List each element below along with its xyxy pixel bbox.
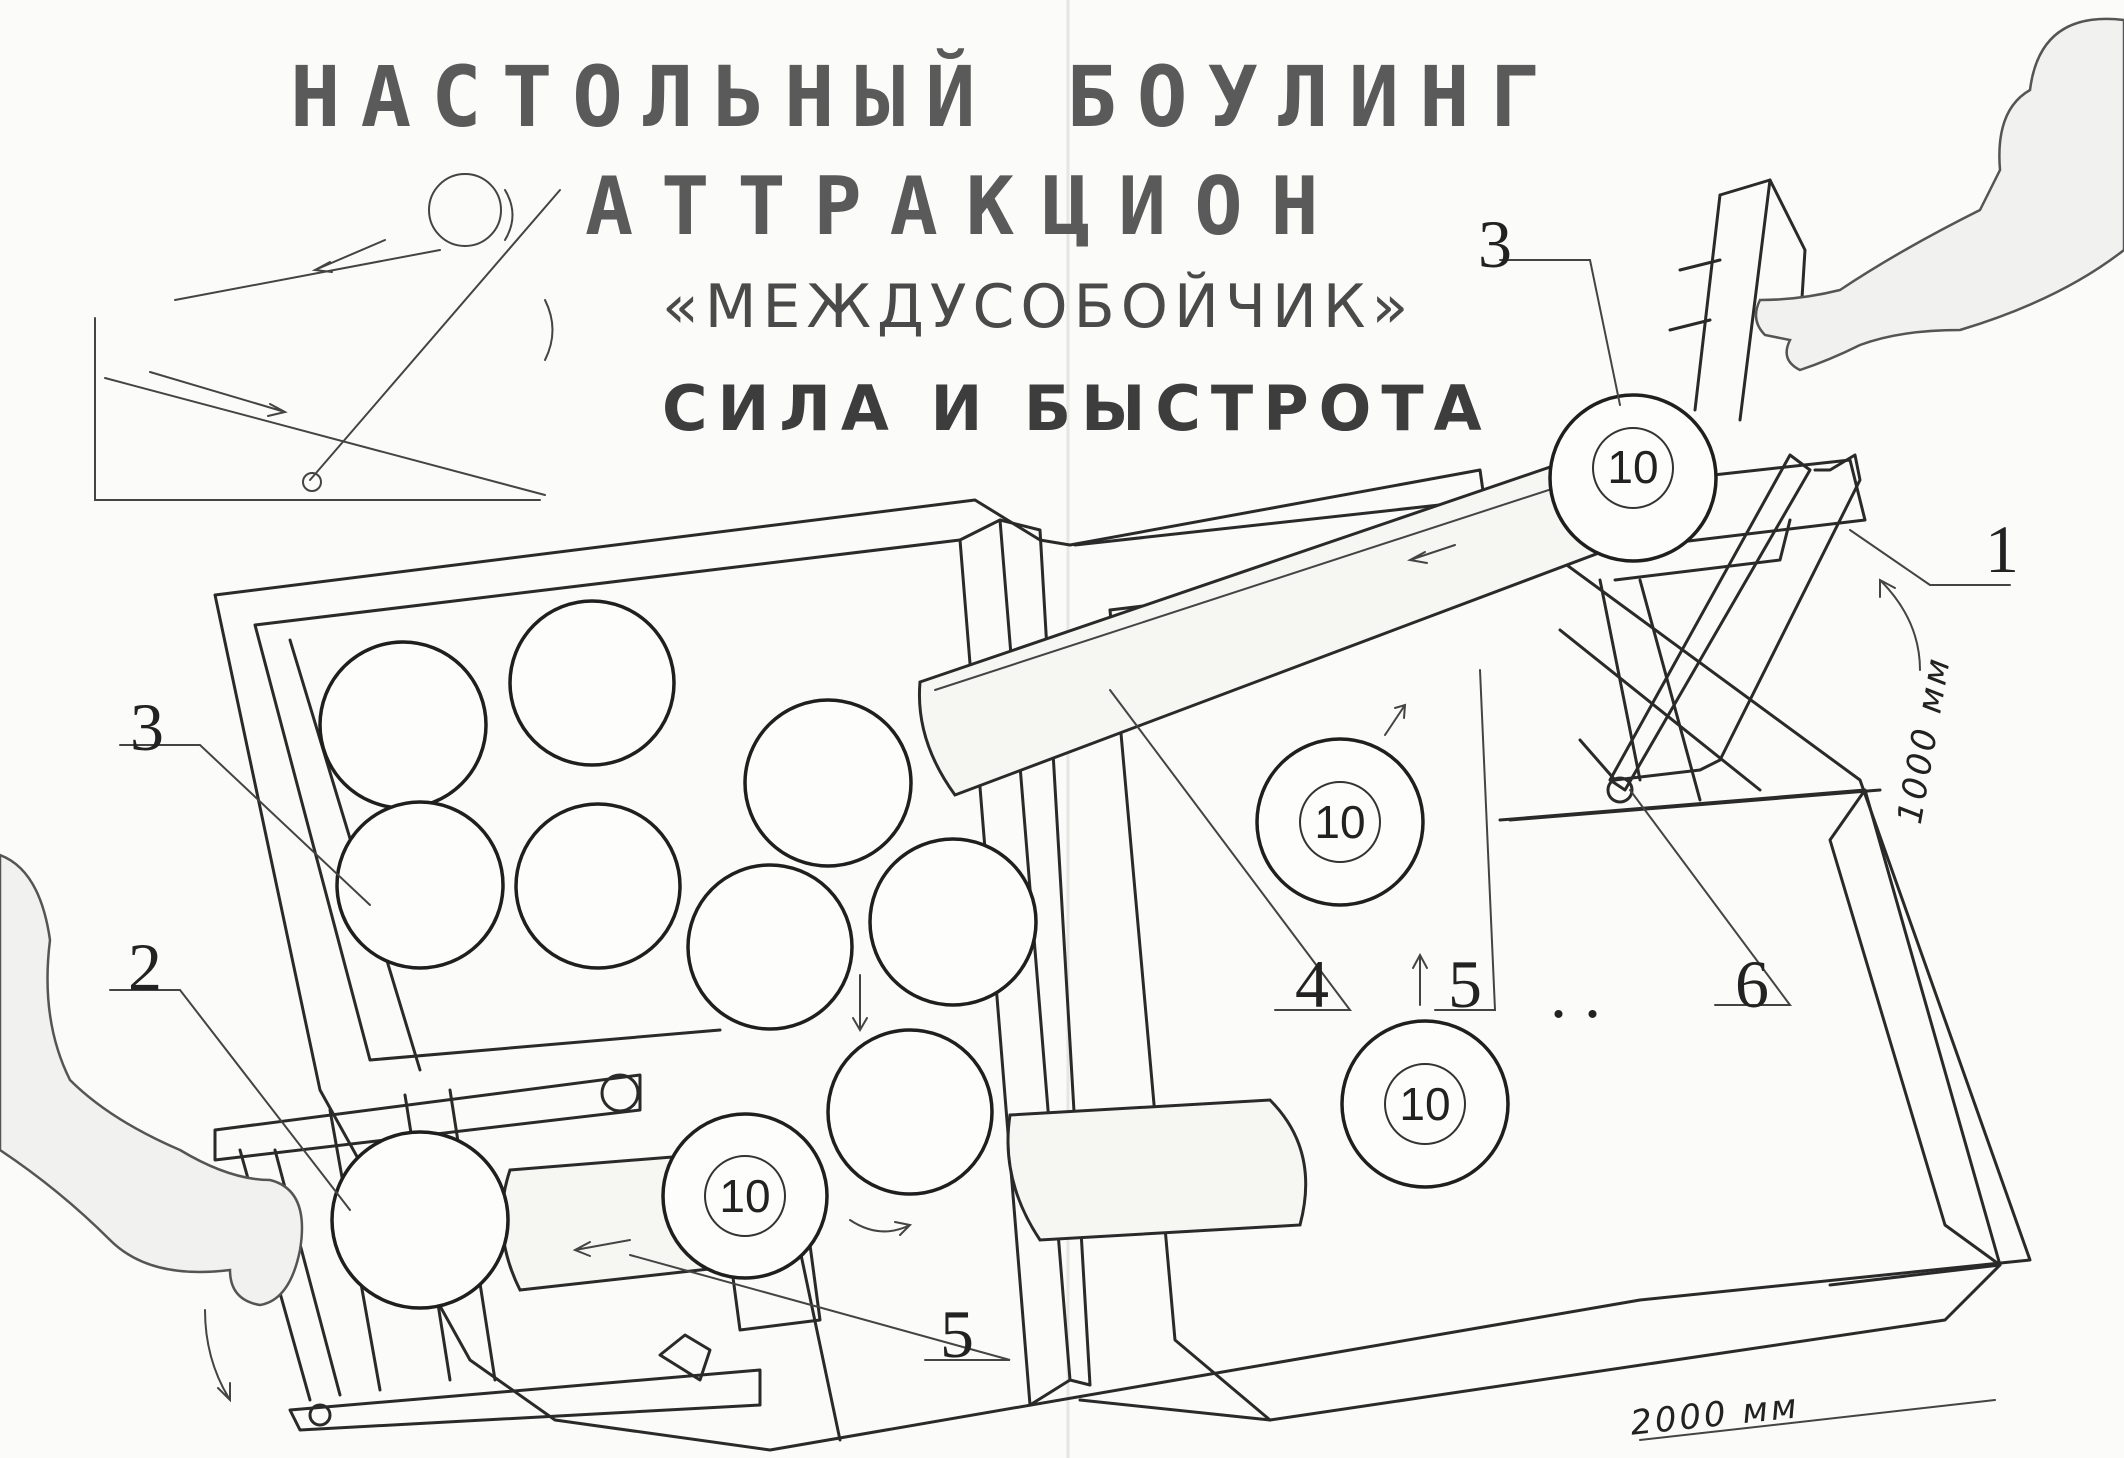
inset-sketch [94, 173, 561, 501]
title-line-4: СИЛА И БЫСТРОТА [662, 372, 1492, 445]
callout-3-top: 3 [1478, 206, 1512, 282]
racked-balls [318, 599, 1038, 1196]
callout-4: 4 [1295, 946, 1329, 1022]
right-launcher-frame [1508, 178, 1882, 822]
callout-3-left: 3 [130, 689, 164, 765]
ball-label-lower-right: 10 [1399, 1078, 1451, 1130]
title-line-3: «МЕЖДУСОБОЙЧИК» [662, 272, 1415, 342]
ball-label-center: 10 [1314, 796, 1366, 848]
ball-label-lower-left: 10 [719, 1170, 771, 1222]
callout-1: 1 [1985, 511, 2019, 587]
middle-chute [1006, 1098, 1308, 1242]
callout-5-mid: 5 [1448, 946, 1482, 1022]
callout-5-bottom: 5 [940, 1296, 974, 1372]
upper-chute [917, 448, 1622, 797]
dots-mark: . . [1550, 956, 1601, 1032]
numbered-balls [330, 393, 1718, 1310]
left-player-arm [0, 853, 304, 1307]
callout-6: 6 [1735, 946, 1769, 1022]
title-line-2: АТТРАКЦИОН [585, 160, 1347, 253]
player-arms [0, 17, 2124, 1307]
leader-lines [109, 259, 2011, 1441]
ball-label-top: 10 [1607, 441, 1659, 493]
motion-arrows [204, 544, 1921, 1403]
title-line-1: НАСТОЛЬНЫЙ БОУЛИНГ [290, 48, 1561, 146]
callout-2: 2 [128, 929, 162, 1005]
right-player-arm [1754, 17, 2124, 372]
